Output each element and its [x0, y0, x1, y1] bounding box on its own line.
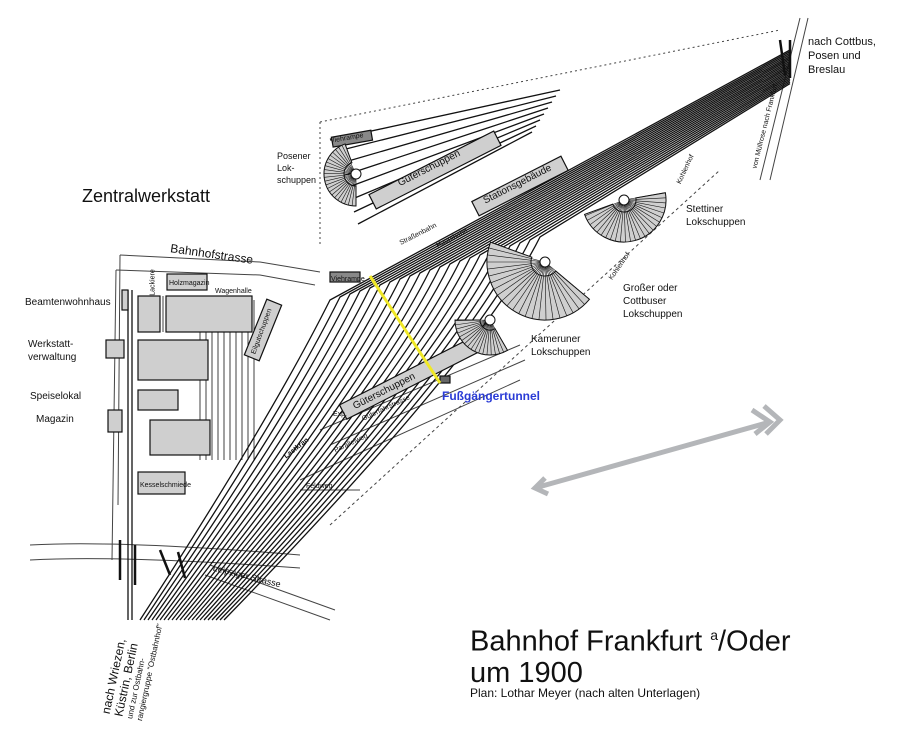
side-boundary: [329, 169, 721, 526]
workshop-building-2: [137, 389, 179, 411]
eilgutschuppen-building: [243, 298, 283, 362]
wagenhalle-building: [165, 295, 253, 333]
main-track: [163, 59, 791, 621]
holzmagazin-building: [166, 273, 208, 291]
label-speiselokal: Speiselokal: [30, 391, 82, 402]
label-feldweg: Feldweg: [306, 483, 333, 490]
posener-turntable: [323, 143, 362, 207]
cottbus-bridge: [778, 39, 792, 78]
freight-yard-track: [357, 131, 533, 225]
label-kesselschmiede: Kesselschmiede: [140, 482, 191, 489]
label-nach-cottbus: nach Cottbus, Posen und Breslau: [808, 36, 876, 76]
label-werkstattverwaltung: Werkstatt- verwaltung: [28, 339, 77, 363]
main-track: [147, 52, 791, 621]
beamtenwohnhaus-building: [121, 289, 129, 311]
label-beamtenwohnhaus: Beamtenwohnhaus: [25, 297, 111, 308]
freight-yard-track: [345, 113, 545, 189]
cottbuser-turntable: [486, 241, 591, 321]
title-line1: Bahnhof Frankfurt: [470, 625, 703, 658]
direction-arrow: [530, 404, 784, 497]
main-track: [155, 55, 791, 621]
kameruner-turntable: [454, 314, 509, 356]
label-magazin: Magazin: [36, 414, 74, 425]
label-nach-wriezen: nach Wriezen, Küstrin, Berlin und zur Os…: [99, 605, 230, 735]
outer-boundary: [319, 29, 781, 245]
kesselschmiede-building: [137, 471, 186, 495]
workshop-building: [137, 339, 209, 381]
leipziger-strasse-road: [204, 564, 336, 621]
label-wagenhalle: Wagenhalle: [215, 288, 252, 295]
main-track: [171, 62, 791, 621]
bahnhofstrasse-road: [115, 254, 321, 286]
gueterschuppen-1-building: [368, 130, 502, 210]
label-viehrampe-2: Viehrampe: [331, 276, 365, 283]
title-line1-end: /Oder: [718, 625, 791, 658]
fussgaengertunnel-line: [368, 275, 442, 384]
lackiere-building: [137, 295, 161, 333]
tunnel-exit: [439, 375, 451, 384]
workshop-building-3: [149, 419, 211, 456]
main-track: [151, 54, 791, 621]
label-grosser-lokschuppen: Großer oder Cottbuser Lokschuppen: [623, 283, 683, 320]
label-posener-lokschuppen: Posener Lok- schuppen: [277, 151, 317, 185]
main-track: [207, 76, 791, 621]
label-fussgaengertunnel: Fußgängertunnel: [442, 389, 540, 403]
label-zentralwerkstatt: Zentralwerkstatt: [82, 186, 211, 206]
label-kameruner-lokschuppen: Kameruner Lokschuppen: [531, 334, 591, 358]
main-track: [139, 49, 791, 621]
freight-yard-track: [341, 107, 549, 177]
label-stettiner-lokschuppen: Stettiner Lokschuppen: [686, 204, 746, 228]
main-track: [159, 57, 791, 621]
workshop-lead-track: [127, 290, 133, 620]
magazin-building: [107, 409, 123, 433]
stettiner-turntable: [583, 192, 667, 243]
title-line2: um 1900: [470, 656, 583, 689]
south-bridges: [118, 540, 187, 585]
label-lackiere: Lackiere: [149, 269, 157, 296]
main-track: [203, 75, 791, 621]
freight-yard-track: [337, 101, 553, 165]
werkstattverwaltung-building: [105, 339, 125, 359]
parallelweg-road: [299, 379, 521, 481]
viehrampe-2-building: [330, 129, 374, 148]
freight-yard-track: [333, 95, 557, 153]
map-credit: Plan: Lothar Meyer (nach alten Unterlage…: [470, 686, 701, 700]
work-area-boundary: [111, 254, 121, 561]
stationsgebaeude-building: [471, 155, 569, 217]
muellrose-line: [759, 17, 809, 181]
main-track: [175, 63, 791, 621]
title-superscript: a: [710, 627, 718, 643]
label-holzmagazin: Holzmagazin: [169, 280, 210, 287]
map-title: Bahnhof Frankfurt a/Oder um 1900: [470, 620, 791, 689]
label-exp: Exp.: [333, 411, 348, 418]
viehrampe-building: [329, 271, 361, 283]
